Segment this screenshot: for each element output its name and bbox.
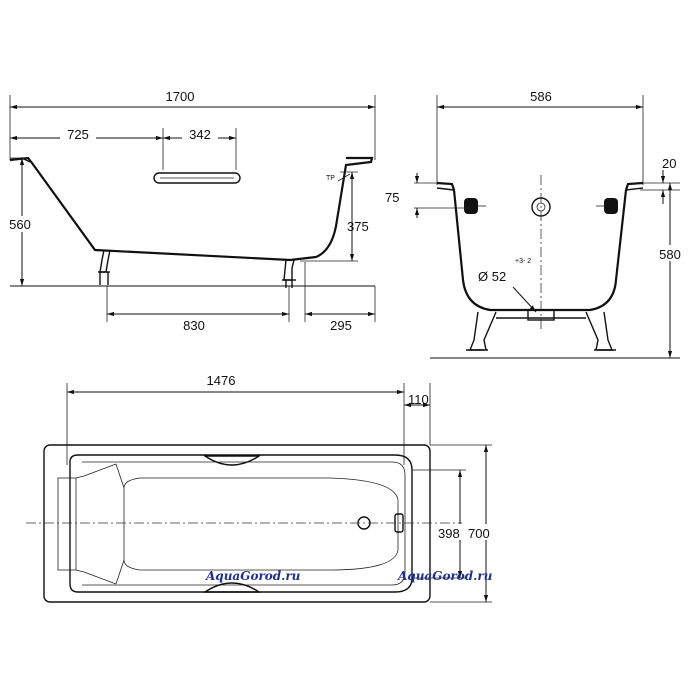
overflow-label: TP (326, 175, 335, 182)
handle-cap-left (464, 198, 486, 214)
dim-overall-width: 700 (468, 526, 490, 541)
drain-tolerance-label: +3- 2 (515, 258, 531, 265)
side-view: 1700 725 342 TP (4, 89, 376, 333)
dim-height-left: 560 (9, 217, 31, 232)
handle-cap-right (596, 198, 618, 214)
end-legs (466, 311, 616, 351)
dim-inner-length: 1476 (207, 373, 236, 388)
watermark-left: AquaGorod.ru (205, 569, 301, 583)
tub-outer-rim (43, 444, 431, 603)
grip-handle-bottom (202, 582, 262, 593)
dim-handle-width: 342 (189, 127, 211, 142)
leg-left (98, 249, 111, 285)
grip-handle-top (202, 455, 262, 466)
watermark-right: AquaGorod.ru (397, 569, 493, 583)
dim-rim-end: 110 (408, 392, 429, 407)
dim-total-height: 580 (659, 247, 681, 262)
tub-side-profile (9, 156, 374, 262)
dim-rim-thickness: 20 (662, 156, 676, 171)
headrest-panel (57, 477, 77, 571)
grip-handle-side (153, 172, 241, 184)
dim-inner-width: 398 (438, 526, 460, 541)
dim-rim-depth: 75 (385, 190, 399, 205)
leg-right (282, 259, 296, 288)
drain-fitting (527, 309, 555, 321)
dim-height-right: 375 (347, 219, 369, 234)
top-view: 1476 110 398 700 (26, 373, 498, 603)
dim-overall-length: 1700 (166, 89, 195, 104)
dim-leg-spacing: 830 (183, 318, 205, 333)
dim-width: 586 (530, 89, 552, 104)
end-view: 586 Ø 52 +3- 2 (385, 89, 690, 359)
dim-leg-offset: 295 (330, 318, 352, 333)
drain-diameter-label: Ø 52 (478, 269, 506, 284)
dim-headrest-length: 725 (67, 127, 89, 142)
